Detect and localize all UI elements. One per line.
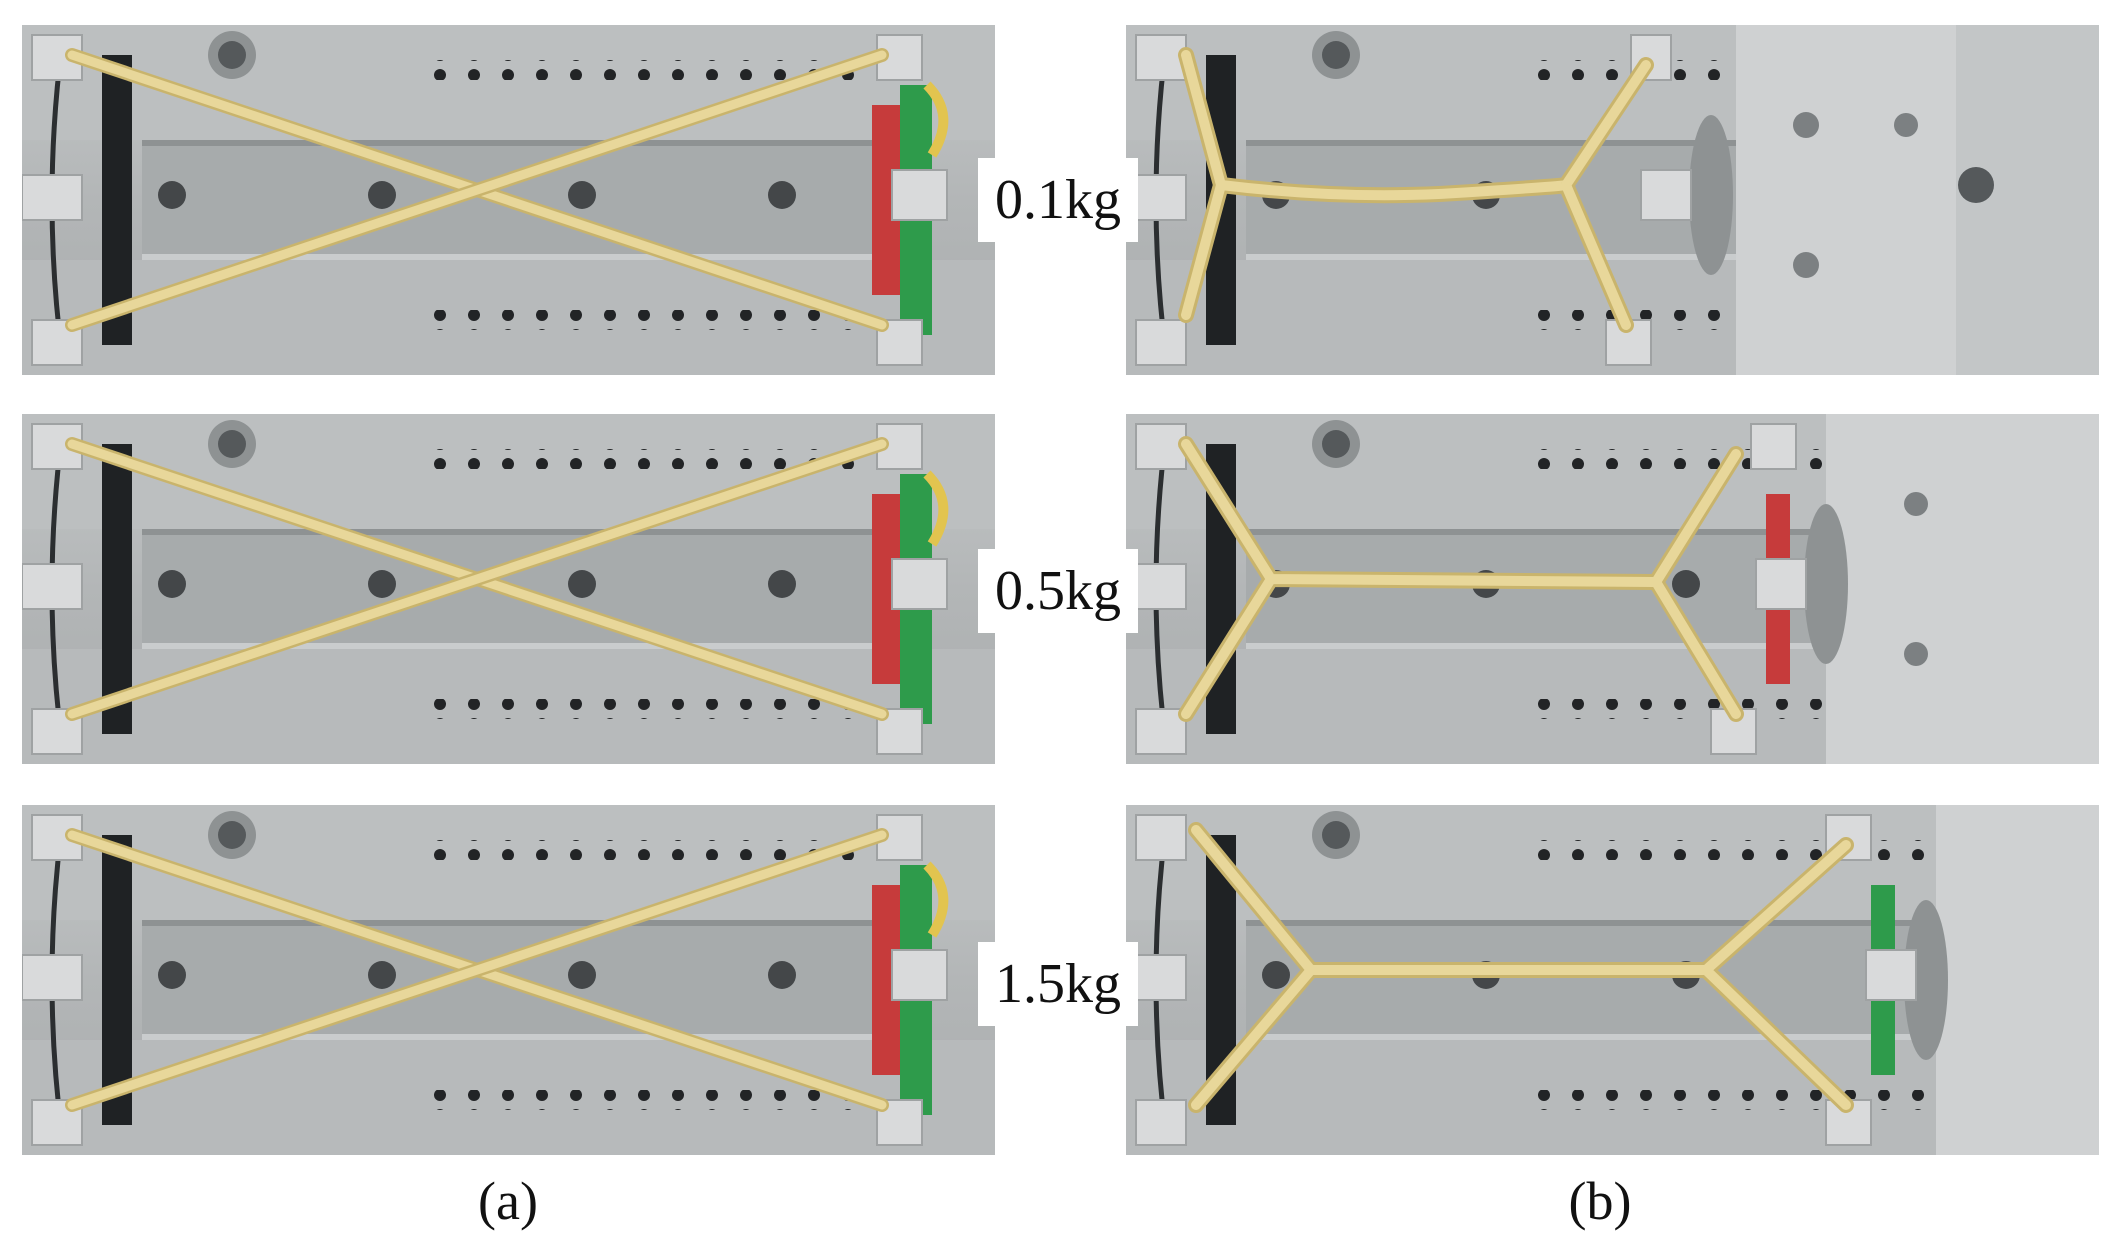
photo-b-2	[1126, 414, 2099, 764]
photo-panel-b-1	[1126, 25, 2099, 375]
photo-panel-a-2	[22, 414, 995, 764]
caption-b: (b)	[1568, 1171, 1632, 1231]
photo-panel-a-3	[22, 805, 995, 1155]
load-label-3: 1.5kg	[978, 942, 1138, 1026]
photo-panel-a-1	[22, 25, 995, 375]
caption-a: (a)	[478, 1171, 538, 1231]
photo-panel-b-2	[1126, 414, 2099, 764]
photo-b-1	[1126, 25, 2099, 375]
photo-b-3	[1126, 805, 2099, 1155]
photo-a-1	[22, 25, 995, 375]
photo-panel-b-3	[1126, 805, 2099, 1155]
photo-a-3	[22, 805, 995, 1155]
load-label-1: 0.1kg	[978, 158, 1138, 242]
photo-a-2	[22, 414, 995, 764]
load-label-2: 0.5kg	[978, 549, 1138, 633]
